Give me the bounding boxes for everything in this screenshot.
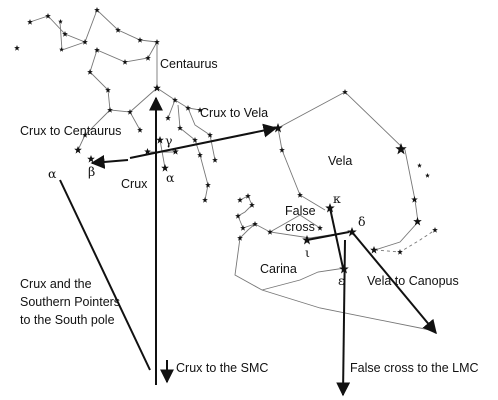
label-epsilon: ε <box>338 273 344 288</box>
star-icon <box>417 163 422 168</box>
label-alpha-crux: α <box>166 170 175 185</box>
star-icon <box>202 197 208 203</box>
star-icon <box>165 115 171 121</box>
label-crux-to-smc: Crux to the SMC <box>176 361 268 375</box>
star-icon <box>237 197 243 203</box>
false-cross-to-lmc-arrow <box>336 239 351 397</box>
star-icon <box>172 97 178 103</box>
star-icon <box>297 192 303 198</box>
label-delta: δ <box>358 214 366 229</box>
star-icon <box>82 39 88 45</box>
star-icon <box>137 127 143 133</box>
star-beta-centauri <box>87 155 95 163</box>
star-icon <box>245 193 251 199</box>
guide-arrows <box>59 96 437 397</box>
label-alpha-centauri: α <box>48 166 57 181</box>
label-vela-to-canopus: Vela to Canopus <box>367 274 459 288</box>
label-false-cross-to-lmc: False cross to the LMC <box>350 361 479 375</box>
crux-to-alpha-cen-arrow <box>90 154 129 169</box>
label-vela: Vela <box>328 154 352 168</box>
star-icon <box>185 105 191 111</box>
label-false-cross-2: cross <box>285 220 315 234</box>
label-carina: Carina <box>260 262 297 276</box>
star-icon <box>94 47 100 53</box>
label-beta-centauri: β <box>88 164 95 179</box>
label-kappa: κ <box>333 191 341 206</box>
label-false-cross-1: False <box>285 204 316 218</box>
star-icon <box>14 45 20 51</box>
star-alpha-centauri <box>74 146 82 154</box>
label-gamma: γ <box>165 133 172 148</box>
stars <box>14 7 438 274</box>
star-icon <box>425 173 430 178</box>
star-icon <box>27 19 33 25</box>
star-icon <box>397 249 403 255</box>
southern-pointers-line <box>59 179 151 371</box>
label-iota: ι <box>305 245 310 260</box>
star-icon <box>432 227 438 233</box>
labels: Centaurus Crux to Centaurus Crux to Vela… <box>20 57 479 375</box>
label-pointers-2: Southern Pointers <box>20 295 120 309</box>
label-crux-to-vela: Crux to Vela <box>200 106 268 120</box>
star-icon <box>197 152 203 158</box>
star-icon <box>235 213 241 219</box>
crux-to-vela-arrow <box>129 123 278 159</box>
centaurus-lines <box>29 9 216 201</box>
label-crux-to-centaurus: Crux to Centaurus <box>20 124 121 138</box>
false-cross-upright <box>329 207 344 269</box>
star-icon <box>279 147 285 153</box>
label-centaurus: Centaurus <box>160 57 218 71</box>
vela-to-canopus-arrow <box>351 231 437 335</box>
star-icon <box>240 225 246 231</box>
star-icon <box>317 225 323 231</box>
star-icon <box>413 217 422 226</box>
star-icon <box>212 157 218 163</box>
star-icon <box>145 55 151 61</box>
label-pointers-1: Crux and the <box>20 277 92 291</box>
label-crux: Crux <box>121 177 148 191</box>
star-icon <box>411 196 418 203</box>
label-pointers-3: to the South pole <box>20 313 115 327</box>
star-icon <box>395 143 407 155</box>
false-cross-bar <box>306 231 350 241</box>
